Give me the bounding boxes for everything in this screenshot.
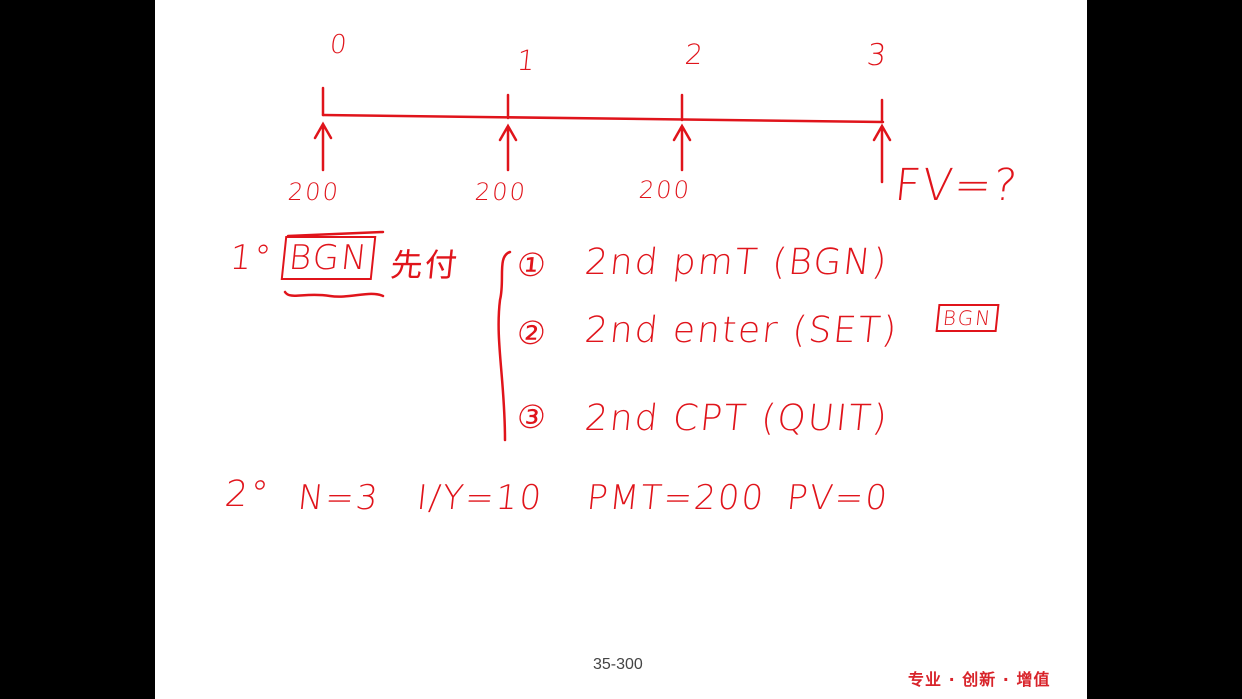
- arrow-up-icon: [672, 123, 692, 172]
- period-3: 3: [865, 38, 890, 73]
- mode-note: 先付: [388, 246, 461, 284]
- input-pmt: PMT=200: [584, 478, 768, 518]
- period-1: 1: [515, 44, 539, 77]
- bgn-indicator: BGN: [935, 304, 1000, 332]
- arrow-up-icon: [313, 121, 333, 172]
- bgn-indicator-box: BGN: [935, 304, 1000, 332]
- step2-marker: 2°: [222, 474, 273, 515]
- arrow-up-icon: [498, 123, 518, 172]
- input-iy: I/Y=10: [414, 478, 546, 518]
- input-pv: PV=0: [784, 478, 891, 518]
- period-0: 0: [328, 30, 351, 60]
- substep-3-num: ③: [515, 398, 550, 436]
- page-number: 35-300: [593, 656, 643, 673]
- input-n: N=3: [295, 478, 382, 518]
- substep-3-keys: 2nd CPT (QUIT): [582, 398, 891, 439]
- box-top: [286, 230, 385, 238]
- mode-label: BGN: [280, 236, 377, 280]
- timeline-axis: [321, 113, 885, 124]
- slogan: 专业 · 创新 · 增值: [908, 670, 1051, 689]
- substep-2-num: ②: [515, 314, 550, 352]
- arrow-up-icon: [872, 123, 892, 184]
- slide: 0 1 2 3 200 200 200 FV=? 1° BGN 先付 ① 2nd…: [155, 0, 1087, 699]
- period-2: 2: [683, 38, 707, 71]
- payment-1: 200: [473, 178, 529, 206]
- substep-2-keys: 2nd enter (SET): [582, 310, 901, 351]
- payment-0: 200: [286, 178, 342, 206]
- brace: [497, 250, 512, 442]
- underline-squiggle: [283, 290, 385, 298]
- payment-2: 200: [637, 176, 693, 204]
- substep-1-num: ①: [515, 246, 550, 284]
- step1-marker: 1°: [227, 238, 275, 278]
- fv-label: FV=?: [892, 160, 1022, 211]
- substep-1-keys: 2nd pmT (BGN): [582, 242, 891, 283]
- timeline-drawing: [283, 86, 892, 442]
- mode-box: BGN: [280, 236, 377, 280]
